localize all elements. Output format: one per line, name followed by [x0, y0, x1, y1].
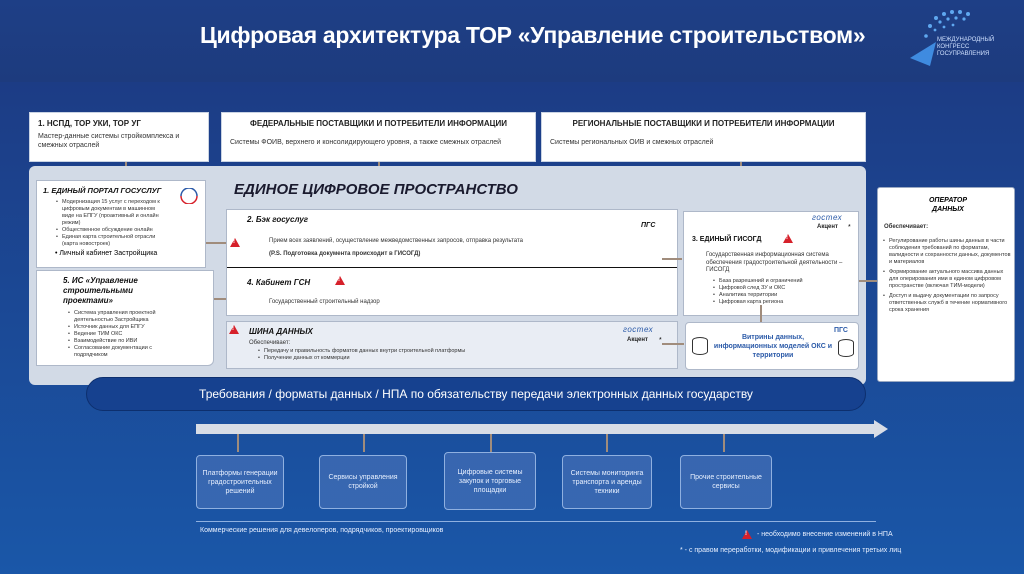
operator-list: Регулирование работы шины данных в части… [882, 238, 1012, 314]
bus-provides: Обеспечивает: [249, 340, 291, 346]
commercial-box-generation: Платформы генерации градостроительных ре… [196, 455, 284, 509]
list-item: Источник данных для ЕПГУ [67, 324, 177, 331]
npa-warning-icon: ! [742, 530, 752, 539]
back-title: 2. Бэк госуслуг [247, 215, 309, 224]
back-desc: Прием всех заявлений, осуществление межв… [269, 238, 523, 244]
connector [363, 434, 365, 452]
list-item: Аналитика территории [712, 292, 852, 299]
federal-desc: Системы ФОИВ, верхнего и консолидирующег… [230, 139, 502, 146]
gisogd-title: 3. ЕДИНЫЙ ГИСОГД [692, 236, 762, 243]
gisogd-box: гостех Акцент * 3. ЕДИНЫЙ ГИСОГД Государ… [683, 211, 859, 316]
list-item: Модернизация 15 услуг с переходом к цифр… [55, 199, 167, 227]
star-mark: * [848, 224, 851, 231]
cabinet-label: • Личный кабинет Застройщика [55, 250, 158, 257]
back-divider [227, 267, 677, 268]
operator-title: ОПЕРАТОР ДАННЫХ [928, 197, 968, 213]
back-note: (P.S. Подготовка документа происходит в … [269, 251, 421, 257]
portal-list: Модернизация 15 услуг с переходом к цифр… [55, 199, 167, 248]
gisogd-desc: Государственная информационная система о… [706, 252, 843, 273]
connector [662, 258, 682, 260]
vitrina-pgs: ПГС [834, 327, 848, 334]
connector [723, 434, 725, 452]
data-bus-box: ШИНА ДАННЫХ гостех Акцент * Обеспечивает… [226, 321, 678, 369]
regional-box: РЕГИОНАЛЬНЫЕ ПОСТАВЩИКИ И ПОТРЕБИТЕЛИ ИН… [541, 112, 866, 162]
requirements-banner: Требования / форматы данных / НПА по обя… [86, 377, 866, 411]
list-item: Система управления проектной деятельност… [67, 310, 177, 324]
gostech-logo: гостех [623, 325, 654, 334]
nspd-title: 1. НСПД, ТОР УКИ, ТОР УГ [38, 119, 141, 128]
gisogd-list: База разрешений и ограничений Цифровой с… [712, 278, 852, 306]
nspd-desc: Мастер-данные системы стройкомплекса и с… [38, 133, 180, 149]
connector [214, 298, 226, 300]
list-item: Общественное обсуждение онлайн [55, 227, 167, 234]
commercial-box-other: Прочие строительные сервисы [680, 455, 772, 509]
list-item: Согласование документации с подрядчиком [67, 345, 177, 359]
commercial-caption: Коммерческие решения для девелоперов, по… [200, 527, 444, 534]
npa-warning-icon: ! [229, 325, 239, 334]
commercial-box-monitoring: Системы мониторинга транспорта и аренды … [562, 455, 652, 509]
bus-list: Передачу и правильность форматов данных … [257, 348, 557, 362]
portal-title: 1. ЕДИНЫЙ ПОРТАЛ ГОСУСЛУГ [43, 186, 162, 195]
list-item: Передачу и правильность форматов данных … [257, 348, 557, 355]
bar-arrow-icon [874, 420, 888, 438]
list-item: Цифровой след ЗУ и ОКС [712, 285, 852, 292]
commercial-box-management: Сервисы управления стройкой [319, 455, 407, 509]
regional-title: РЕГИОНАЛЬНЫЕ ПОСТАВЩИКИ И ПОТРЕБИТЕЛИ ИН… [572, 119, 835, 128]
cabinet-text: Личный кабинет Застройщика [59, 250, 158, 257]
connector [859, 280, 877, 282]
database-icon [838, 339, 854, 357]
operator-box: ОПЕРАТОР ДАННЫХ Обеспечивает: Регулирова… [877, 187, 1015, 382]
gsn-desc: Государственный строительный надзор [269, 299, 380, 305]
vitrina-text: Витрины данных, информационных моделей О… [713, 334, 833, 359]
gostech-logo: гостех [812, 213, 843, 222]
legend-npa: - необходимо внесение изменений в НПА [757, 531, 893, 538]
congress-logo [910, 10, 970, 66]
back-box: 2. Бэк госуслуг ПГС Прием всех заявлений… [226, 209, 678, 316]
vitrina-box: ПГС Витрины данных, информационных модел… [685, 322, 859, 370]
connector [760, 305, 762, 322]
database-icon [692, 337, 708, 355]
is-upr-title: 5. ИС «Управление строительными проектам… [63, 276, 138, 305]
operator-provides: Обеспечивает: [884, 224, 929, 230]
is-upr-box: 5. ИС «Управление строительными проектам… [36, 270, 214, 366]
connector [662, 343, 684, 345]
footer-divider [196, 521, 876, 522]
regional-desc: Системы региональных ОИВ и смежных отрас… [550, 139, 714, 146]
list-item: Получение данных от коммерции [257, 355, 557, 362]
nspd-box: 1. НСПД, ТОР УКИ, ТОР УГ Мастер-данные с… [29, 112, 209, 162]
connector [490, 434, 492, 452]
list-item: Регулирование работы шины данных в части… [882, 238, 1012, 266]
list-item: Взаимодействие по ИВИ [67, 338, 177, 345]
portal-box: 1. ЕДИНЫЙ ПОРТАЛ ГОСУСЛУГ Модернизация 1… [36, 180, 206, 268]
header: Цифровая архитектура ТОР «Управление стр… [0, 0, 1024, 82]
akcent-logo: Акцент [817, 224, 838, 230]
star-mark: * [659, 337, 662, 344]
commercial-box-procurement: Цифровые системы закупок и торговые площ… [444, 452, 536, 510]
logo-text: Международный конгресс Госуправления [937, 37, 995, 57]
connector [206, 242, 226, 244]
list-item: База разрешений и ограничений [712, 278, 852, 285]
gosuslugi-icon [180, 188, 198, 204]
connector [237, 434, 239, 452]
list-item: Формирование актуального массива данных … [882, 269, 1012, 290]
digital-space-title: ЕДИНОЕ ЦИФРОВОЕ ПРОСТРАНСТВО [234, 181, 518, 198]
list-item: Ведение ТИМ ОКС [67, 331, 177, 338]
list-item: Цифровая карта региона [712, 299, 852, 306]
connector [606, 434, 608, 452]
bus-title: ШИНА ДАННЫХ [249, 327, 313, 336]
federal-title: ФЕДЕРАЛЬНЫЕ ПОСТАВЩИКИ И ПОТРЕБИТЕЛИ ИНФ… [250, 119, 507, 128]
is-upr-list: Система управления проектной деятельност… [67, 310, 177, 359]
federal-box: ФЕДЕРАЛЬНЫЕ ПОСТАВЩИКИ И ПОТРЕБИТЕЛИ ИНФ… [221, 112, 536, 162]
gsn-title: 4. Кабинет ГСН [247, 278, 311, 287]
back-pgs: ПГС [641, 222, 656, 229]
npa-warning-icon: ! [335, 276, 345, 285]
npa-warning-icon: ! [783, 234, 793, 243]
legend-third-party: * - с правом переработки, модификации и … [680, 547, 902, 554]
npa-warning-icon: ! [230, 238, 240, 247]
page-title: Цифровая архитектура ТОР «Управление стр… [200, 22, 866, 48]
list-item: Доступ и выдачу документации по запросу … [882, 293, 1012, 314]
commercial-bar [196, 424, 876, 434]
list-item: Единая карта строительной отрасли (карта… [55, 234, 167, 248]
akcent-logo: Акцент [627, 337, 648, 343]
